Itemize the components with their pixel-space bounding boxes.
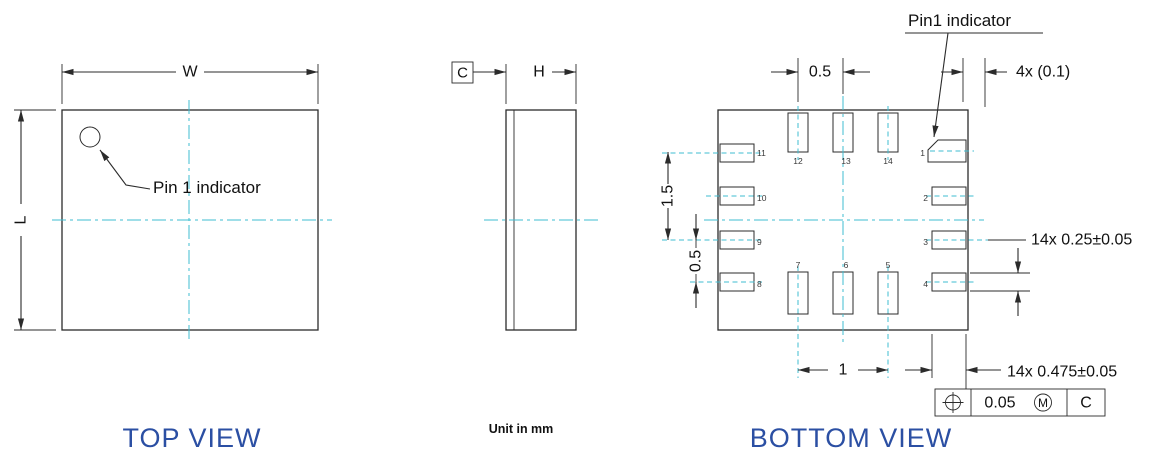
centerlines <box>662 96 990 378</box>
fcf-box <box>934 388 1106 417</box>
pin-number-7: 7 <box>796 260 801 270</box>
fcf-modifier: M <box>1038 396 1048 410</box>
pin1-callout: Pin1 indicator <box>905 11 1043 138</box>
pin-number-11: 11 <box>757 148 766 158</box>
pin-number-8: 8 <box>757 279 762 289</box>
dim-pitch-left-outer: 1.5 <box>660 152 677 240</box>
datum-c-label: C <box>457 65 468 82</box>
pin-number-10: 10 <box>757 193 767 203</box>
dim-corner-pads: 4x (0.1) <box>941 58 1070 107</box>
dim-pad-width: 14x 0.25±0.05 <box>970 232 1132 316</box>
pin-number-12: 12 <box>793 156 803 166</box>
pin-number-1: 1 <box>920 148 925 158</box>
width-dim-label: W <box>182 64 198 81</box>
dim-height: C H <box>451 61 577 104</box>
top-view-title: TOP VIEW <box>122 423 261 453</box>
material-condition-icon: M <box>1034 393 1052 412</box>
position-tolerance-icon <box>942 392 964 413</box>
fcf-tolerance-value: 0.05 <box>984 395 1015 412</box>
pad-2 <box>931 186 967 206</box>
pin-number-4: 4 <box>923 279 928 289</box>
pitch-left-inner-label: 0.5 <box>688 250 705 272</box>
dim-pitch-left-inner: 0.5 <box>688 214 705 308</box>
dim-pad-pitch-top: 0.5 <box>771 58 870 102</box>
pad-3 <box>931 230 967 250</box>
pin-number-3: 3 <box>923 237 928 247</box>
pad-pitch-bottom-label: 1 <box>839 362 848 379</box>
dim-width: W <box>61 64 319 104</box>
pin1-leader-arrow <box>932 32 949 138</box>
pad-4 <box>931 272 967 292</box>
dim-length: L <box>13 109 56 331</box>
pin1-indicator-label: Pin 1 indicator <box>153 178 261 197</box>
corner-pads-label: 4x (0.1) <box>1016 64 1070 81</box>
bottom-view-title: BOTTOM VIEW <box>750 423 953 453</box>
pin-number-14: 14 <box>883 156 893 166</box>
side-view: C H <box>451 61 598 331</box>
pin-numbers: 12 13 14 1 2 3 4 5 6 7 8 9 10 11 <box>757 148 928 289</box>
bottom-view: 12 13 14 1 2 3 4 5 6 7 8 9 10 11 0.5 <box>660 11 1132 417</box>
dim-pad-pitch-bottom: 1 <box>798 362 888 379</box>
pad-length-label: 14x 0.475±0.05 <box>1007 364 1117 381</box>
pad-9 <box>719 230 755 250</box>
pin-number-9: 9 <box>757 237 762 247</box>
dim-pad-length: 14x 0.475±0.05 <box>905 334 1117 389</box>
pad-10 <box>719 186 755 206</box>
pin1-indicator-mark <box>79 126 101 148</box>
fcf-datum: C <box>1080 395 1092 412</box>
height-dim-label: H <box>533 64 545 81</box>
top-view: Pin 1 indicator W L <box>13 64 332 342</box>
pad-width-label: 14x 0.25±0.05 <box>1031 232 1132 249</box>
feature-control-frame: 0.05 M C <box>934 388 1106 417</box>
pin1-leader-arrow <box>99 149 151 190</box>
pin-number-5: 5 <box>886 260 891 270</box>
pitch-left-outer-label: 1.5 <box>660 185 677 207</box>
unit-note: Unit in mm <box>489 422 554 436</box>
pin-number-2: 2 <box>923 193 928 203</box>
pin-number-6: 6 <box>844 260 849 270</box>
pad-11 <box>719 143 755 163</box>
pin1-indicator-label: Pin1 indicator <box>908 11 1011 30</box>
pad-pitch-top-label: 0.5 <box>809 64 831 81</box>
length-dim-label: L <box>13 215 30 224</box>
pin-number-13: 13 <box>841 156 851 166</box>
